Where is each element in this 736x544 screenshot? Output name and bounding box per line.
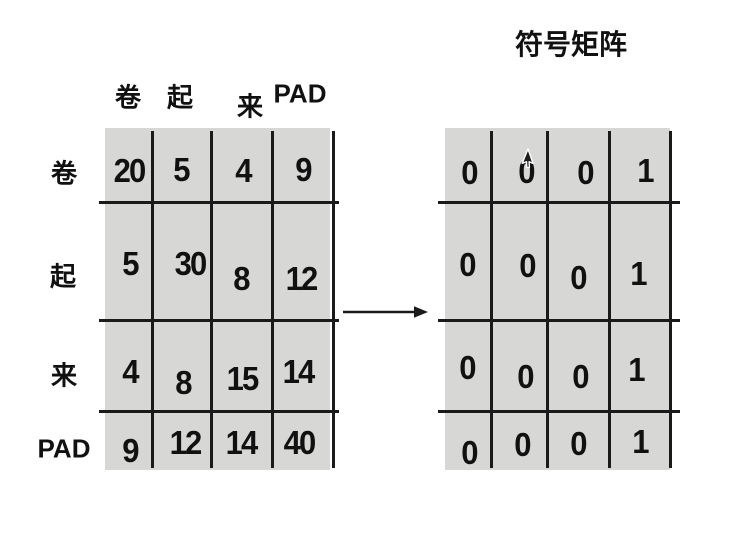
- matrix-cell: 0: [572, 358, 589, 395]
- matrix-cell: 0: [519, 247, 536, 284]
- grid-line-v: [332, 131, 335, 468]
- count-matrix-col-header: 来: [236, 91, 264, 122]
- matrix-cell: 12: [169, 424, 203, 461]
- grid-line-v: [271, 131, 274, 468]
- matrix-cell: 12: [285, 260, 319, 297]
- matrix-cell: 1: [628, 351, 645, 388]
- grid-line-v: [210, 131, 213, 468]
- matrix-cell: 1: [630, 255, 647, 292]
- count-matrix-row-header: 起: [49, 261, 77, 292]
- count-matrix-row-header: PAD: [37, 433, 91, 464]
- matrix-cell: 0: [517, 358, 534, 395]
- matrix-cell: 0: [577, 154, 594, 191]
- matrix-cell: 30: [174, 245, 208, 282]
- matrix-cell: 9: [122, 432, 139, 469]
- matrix-cell: 8: [233, 260, 250, 297]
- grid-line-h: [438, 319, 680, 322]
- count-matrix-background: [105, 128, 330, 470]
- grid-line-h: [99, 319, 339, 322]
- count-matrix-col-header: 卷: [114, 82, 142, 113]
- matrix-cell: 14: [282, 353, 316, 390]
- matrix-cell: 0: [461, 154, 478, 191]
- grid-line-h: [99, 410, 339, 413]
- count-matrix-col-header: PAD: [273, 78, 327, 109]
- grid-line-v: [490, 131, 493, 468]
- symbol-matrix-background: [445, 128, 670, 470]
- matrix-cell: 5: [173, 151, 190, 188]
- grid-line-h: [99, 201, 339, 204]
- mouse-pointer-icon: [521, 148, 534, 169]
- grid-line-v: [608, 131, 611, 468]
- matrix-cell: 5: [122, 245, 139, 282]
- matrix-cell: 1: [632, 423, 649, 460]
- grid-line-h: [438, 201, 680, 204]
- matrix-cell: 0: [514, 426, 531, 463]
- matrix-cell: 4: [122, 353, 139, 390]
- matrix-cell: 1: [637, 152, 654, 189]
- matrix-cell: 8: [175, 364, 192, 401]
- matrix-cell: 40: [283, 424, 317, 461]
- matrix-cell: 14: [225, 424, 259, 461]
- matrix-cell: 20: [113, 152, 147, 189]
- matrix-cell: 0: [570, 425, 587, 462]
- grid-line-v: [669, 131, 672, 468]
- matrix-cell: 0: [459, 349, 476, 386]
- grid-line-v: [151, 131, 154, 468]
- grid-line-h: [438, 410, 680, 413]
- count-matrix-row-header: 卷: [50, 158, 78, 189]
- matrix-cell: 0: [459, 246, 476, 283]
- grid-line-v: [546, 131, 549, 468]
- matrix-cell: 4: [235, 152, 252, 189]
- right-arrow-icon: [343, 306, 428, 318]
- count-matrix-row-header: 来: [50, 360, 78, 391]
- matrix-cell: 15: [226, 360, 260, 397]
- count-matrix-col-header: 起: [166, 82, 194, 113]
- matrix-cell: 0: [570, 259, 587, 296]
- matrix-cell: 9: [295, 151, 312, 188]
- matrix-cell: 0: [461, 434, 478, 471]
- symbol-matrix-title: 符号矩阵: [514, 29, 628, 60]
